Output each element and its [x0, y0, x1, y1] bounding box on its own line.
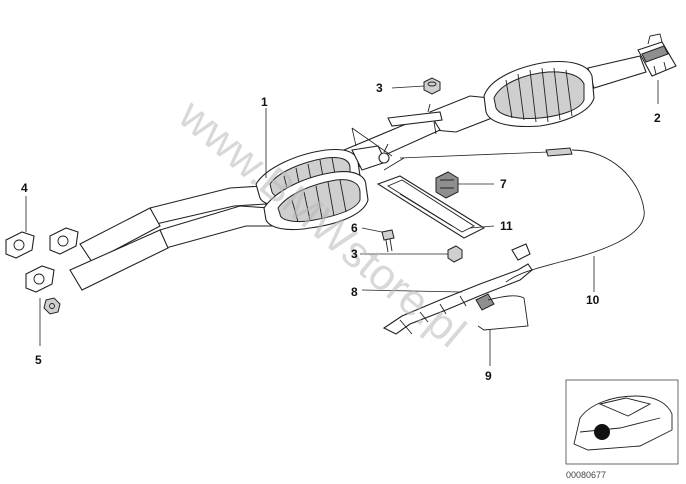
callout-4: 4: [21, 181, 28, 195]
flange-nut: [43, 297, 61, 315]
hex-nut-top: [423, 77, 441, 95]
callout-9: 9: [485, 369, 492, 383]
oxygen-sensor-long: [505, 147, 645, 283]
callout-1: 1: [261, 95, 268, 109]
location-inset: [565, 379, 679, 465]
hex-nut-lower: [447, 245, 463, 263]
callout-3-lower: 3: [351, 247, 358, 261]
pipe-clamp: [637, 33, 677, 77]
callout-6: 6: [351, 221, 358, 235]
callout-11: 11: [500, 219, 513, 233]
callout-3-top: 3: [376, 81, 383, 95]
diagram-code: 00080677: [566, 470, 606, 480]
callout-5: 5: [35, 353, 42, 367]
hanger-plate: [376, 175, 486, 239]
leader-lines: [25, 80, 659, 366]
bolt: [381, 229, 395, 253]
rubber-mount: [435, 171, 459, 199]
oxygen-sensor-short: [475, 293, 529, 331]
callout-8: 8: [351, 285, 358, 299]
front-pipe-assembly: [69, 103, 443, 291]
callout-7: 7: [500, 177, 507, 191]
callout-2: 2: [654, 111, 661, 125]
flange-gaskets: [5, 227, 79, 293]
rear-pipe-assembly: [429, 55, 647, 133]
callout-10: 10: [586, 293, 600, 307]
location-marker: [594, 424, 610, 440]
